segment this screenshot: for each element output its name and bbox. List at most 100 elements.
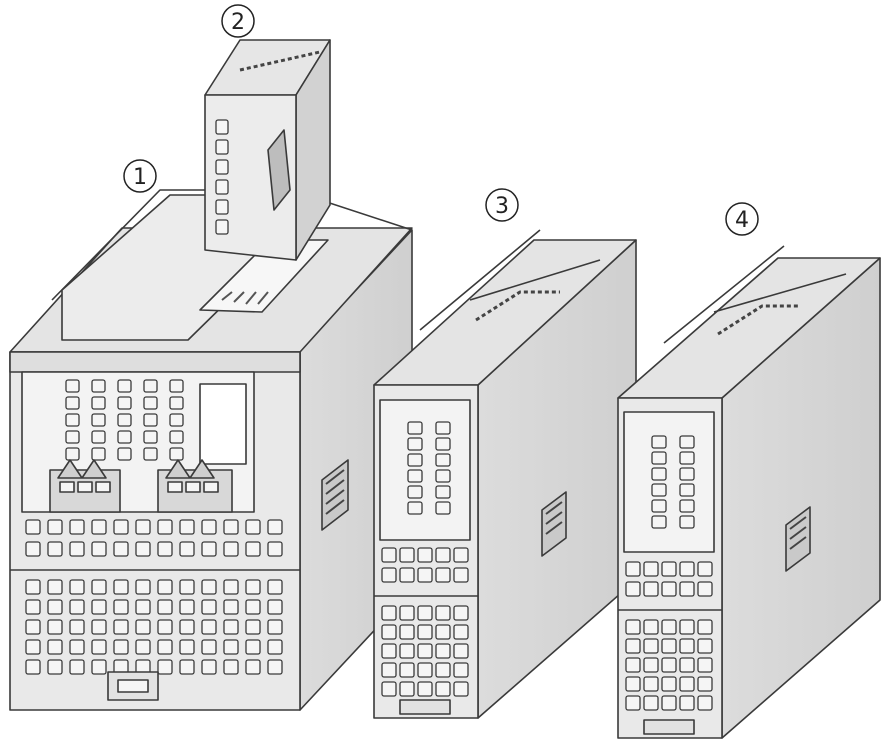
grid-cell xyxy=(47,579,63,595)
grid-cell xyxy=(47,541,63,557)
grid-cell xyxy=(135,519,151,535)
grid-cell xyxy=(435,547,451,563)
grid-cell xyxy=(267,639,283,655)
grid-cell xyxy=(113,541,129,557)
grid-cell xyxy=(407,453,423,467)
grid-cell xyxy=(135,639,151,655)
grid-cell xyxy=(381,681,397,697)
grid-cell xyxy=(453,567,469,583)
grid-cell xyxy=(135,541,151,557)
grid-cell xyxy=(435,605,451,621)
expansion-module-a-terminal xyxy=(407,421,451,515)
grid-cell xyxy=(169,447,184,461)
grid-cell xyxy=(651,483,667,497)
card-slot-pins xyxy=(221,291,269,305)
grid-cell xyxy=(65,430,80,444)
callout-1-label: 1 xyxy=(133,165,147,190)
grid-cell xyxy=(697,581,713,597)
grid-cell xyxy=(179,659,195,675)
grid-cell xyxy=(201,579,217,595)
grid-cell xyxy=(215,219,229,235)
grid-cell xyxy=(47,619,63,635)
grid-cell xyxy=(435,681,451,697)
grid-cell xyxy=(643,619,659,635)
grid-cell xyxy=(65,379,80,393)
grid-cell xyxy=(91,619,107,635)
grid-cell xyxy=(267,599,283,615)
grid-cell xyxy=(245,579,261,595)
grid-cell xyxy=(113,639,129,655)
expansion-module-b xyxy=(617,245,881,739)
expansion-module-b-grid-middle xyxy=(625,561,713,597)
grid-cell xyxy=(25,659,41,675)
grid-cell xyxy=(69,599,85,615)
grid-cell xyxy=(135,599,151,615)
grid-cell xyxy=(201,659,217,675)
grid-cell xyxy=(223,639,239,655)
grid-cell xyxy=(453,624,469,640)
grid-cell xyxy=(651,435,667,449)
main-module-side-connector xyxy=(321,459,349,531)
grid-cell xyxy=(91,430,106,444)
plug-in-card xyxy=(204,39,331,261)
grid-cell xyxy=(25,619,41,635)
grid-cell xyxy=(625,676,641,692)
grid-cell xyxy=(201,541,217,557)
grid-cell xyxy=(223,579,239,595)
grid-cell xyxy=(25,541,41,557)
grid-cell xyxy=(453,681,469,697)
callout-3-label: 3 xyxy=(495,194,509,219)
grid-cell xyxy=(267,519,283,535)
grid-cell xyxy=(25,639,41,655)
grid-cell xyxy=(69,619,85,635)
grid-cell xyxy=(643,676,659,692)
grid-cell xyxy=(25,519,41,535)
grid-cell xyxy=(697,561,713,577)
grid-cell xyxy=(223,541,239,557)
callout-4: 4 xyxy=(725,202,759,236)
grid-cell xyxy=(643,638,659,654)
grid-cell xyxy=(651,451,667,465)
grid-cell xyxy=(65,396,80,410)
grid-cell xyxy=(435,421,451,435)
grid-cell xyxy=(117,447,132,461)
expansion-module-b-grid-lower xyxy=(625,619,713,711)
grid-cell xyxy=(25,579,41,595)
grid-cell xyxy=(679,483,695,497)
grid-cell xyxy=(661,581,677,597)
grid-cell xyxy=(435,485,451,499)
grid-cell xyxy=(47,659,63,675)
plug-in-card-latch xyxy=(267,129,291,211)
grid-cell xyxy=(407,501,423,515)
expansion-module-a-latch xyxy=(399,699,451,715)
grid-cell xyxy=(157,639,173,655)
grid-cell xyxy=(651,515,667,529)
grid-cell xyxy=(215,199,229,215)
grid-cell xyxy=(91,413,106,427)
main-module-led-grid xyxy=(65,379,184,461)
grid-cell xyxy=(679,676,695,692)
grid-cell xyxy=(625,638,641,654)
grid-cell xyxy=(453,605,469,621)
grid-cell xyxy=(179,579,195,595)
grid-cell xyxy=(179,619,195,635)
grid-cell xyxy=(215,119,229,135)
grid-cell xyxy=(399,624,415,640)
grid-cell xyxy=(113,519,129,535)
grid-cell xyxy=(435,453,451,467)
grid-cell xyxy=(679,657,695,673)
grid-cell xyxy=(697,638,713,654)
grid-cell xyxy=(69,519,85,535)
grid-cell xyxy=(381,662,397,678)
grid-cell xyxy=(47,599,63,615)
grid-cell xyxy=(157,579,173,595)
grid-cell xyxy=(407,485,423,499)
grid-cell xyxy=(179,541,195,557)
callout-2: 2 xyxy=(221,4,255,38)
grid-cell xyxy=(157,541,173,557)
grid-cell xyxy=(651,467,667,481)
callout-3: 3 xyxy=(485,188,519,222)
grid-cell xyxy=(381,567,397,583)
